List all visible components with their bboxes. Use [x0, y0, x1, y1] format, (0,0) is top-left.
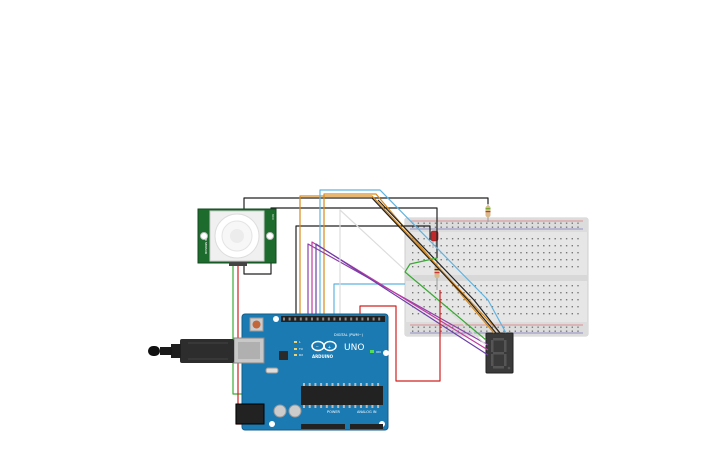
- pir-vcc-label: VCC: [271, 214, 275, 220]
- wire-purple-2[interactable]: [315, 243, 489, 356]
- seven-segment-display[interactable]: [485, 332, 514, 374]
- wire-magenta-1[interactable]: [311, 241, 489, 351]
- capacitor-1: [273, 404, 287, 418]
- wire-black-diag-1[interactable]: [371, 197, 497, 334]
- power-label: POWER: [327, 410, 341, 414]
- wire-black-diag-2[interactable]: [377, 199, 501, 334]
- reset-button[interactable]: [249, 317, 264, 332]
- segment-shapes: [491, 338, 511, 370]
- arduino-infinity-logo-icon: − +: [311, 340, 337, 352]
- on-led: [370, 350, 374, 353]
- capacitor-2: [288, 404, 302, 418]
- tx-label: TX: [298, 347, 303, 351]
- usb-port[interactable]: [233, 337, 265, 364]
- analog-header[interactable]: [350, 424, 383, 429]
- breadboard[interactable]: [404, 217, 589, 337]
- analog-label: ANALOG IN: [357, 410, 377, 414]
- wire-purple-1[interactable]: [307, 243, 489, 346]
- on-label: ON: [376, 350, 381, 354]
- digital-label: DIGITAL (PWM~): [334, 333, 364, 337]
- pir-side-label: PIR SENSOR: [204, 236, 208, 254]
- arduino-uno-board[interactable]: DIGITAL (PWM~) − + ARDUINO UNO ON L TX R…: [233, 313, 389, 431]
- wire-black-top[interactable]: [243, 197, 489, 210]
- wire-black-pir-bottom[interactable]: [243, 262, 272, 275]
- arduino-model-label: UNO: [344, 343, 364, 353]
- usb-cable-icon[interactable]: [148, 339, 234, 363]
- l-label: L: [299, 340, 301, 344]
- power-jack[interactable]: [235, 403, 265, 425]
- svg-text:−: −: [316, 344, 319, 349]
- usb-chip: [279, 351, 288, 360]
- wire-red-2[interactable]: [359, 290, 441, 382]
- digital-header[interactable]: [281, 316, 385, 322]
- wire-orange-2[interactable]: [323, 193, 495, 334]
- wire-green-2[interactable]: [404, 257, 487, 341]
- wire-blue-2[interactable]: [333, 283, 405, 318]
- svg-text:+: +: [328, 345, 332, 351]
- wire-black-gnd[interactable]: [295, 225, 431, 318]
- arduino-brand-label: ARDUINO: [312, 354, 334, 359]
- power-header[interactable]: [301, 424, 345, 429]
- resistor-top[interactable]: [485, 198, 491, 222]
- wire-blue-1[interactable]: [319, 189, 507, 334]
- crystal: [265, 367, 279, 374]
- digital-pins: [283, 317, 381, 321]
- wire-white[interactable]: [339, 209, 487, 346]
- atmega-chip: [301, 386, 383, 405]
- wires[interactable]: [232, 189, 507, 425]
- chip-legs: [303, 383, 380, 408]
- pir-sensor[interactable]: PIR SENSOR VCC: [197, 208, 277, 266]
- rx-label: RX: [299, 353, 303, 357]
- breadboard-holes: [412, 222, 579, 332]
